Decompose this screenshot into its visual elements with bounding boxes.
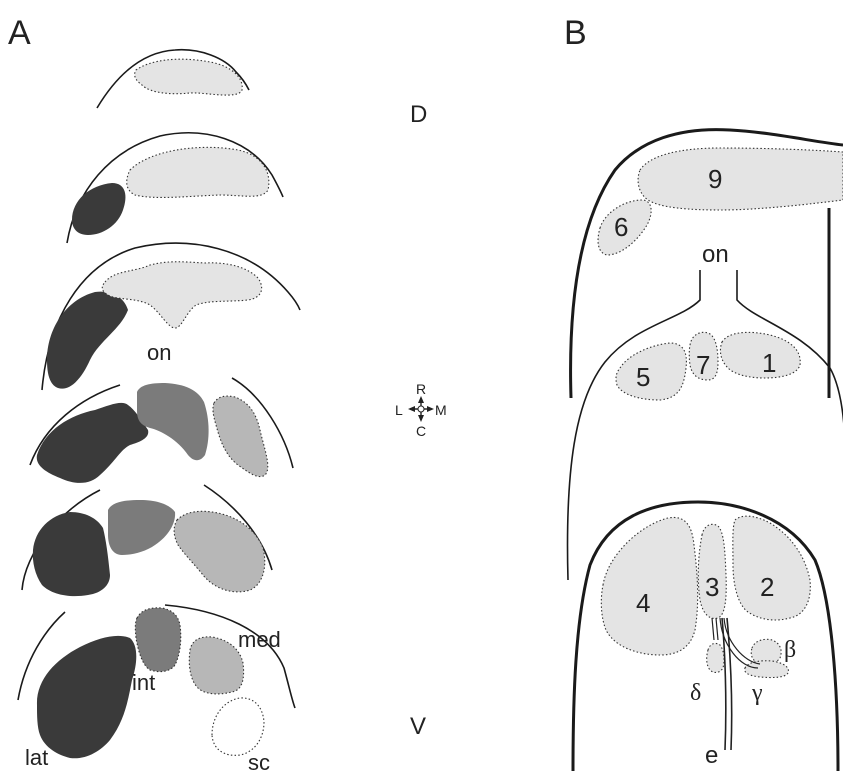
intermediate-region — [137, 383, 209, 460]
panel-a-section-3 — [42, 243, 300, 390]
spinal-cord-region — [212, 698, 264, 755]
panel-a-section-2 — [67, 133, 283, 243]
label-sc: sc — [248, 750, 270, 771]
panel-b-ventral-section — [573, 502, 838, 771]
label-region-9: 9 — [708, 164, 722, 194]
medial-region — [174, 511, 265, 592]
region-2 — [733, 516, 810, 620]
label-region-1: 1 — [762, 348, 776, 378]
intermediate-region — [108, 500, 175, 555]
optic-region — [127, 147, 269, 197]
lateral-region — [37, 403, 149, 483]
optic-region — [102, 262, 261, 328]
label-on-b: on — [702, 241, 729, 268]
region-4 — [601, 517, 697, 655]
label-delta: δ — [690, 680, 701, 706]
region-1 — [720, 332, 800, 378]
region-9 — [638, 148, 843, 210]
lateral-region — [47, 292, 128, 389]
optic-region — [135, 59, 243, 95]
panel-a-section-4 — [30, 378, 293, 483]
compass-icon — [408, 396, 434, 422]
region-gamma — [745, 661, 789, 678]
panel-a-letter: A — [8, 14, 31, 52]
label-on-a: on — [147, 340, 171, 365]
label-lat: lat — [25, 745, 48, 770]
lateral-region — [33, 512, 110, 596]
intermediate-region — [135, 608, 180, 672]
label-region-6: 6 — [614, 212, 628, 242]
compass-caudal: C — [416, 423, 426, 439]
lateral-region — [72, 183, 125, 235]
label-med: med — [238, 627, 281, 652]
compass-lateral: L — [395, 402, 403, 418]
label-e: e — [705, 742, 718, 769]
panel-b-letter: B — [564, 14, 587, 52]
label-region-5: 5 — [636, 362, 650, 392]
medial-region — [213, 396, 268, 476]
label-region-7: 7 — [696, 350, 710, 380]
compass-rostral: R — [416, 381, 426, 397]
medial-region — [189, 637, 243, 694]
label-region-4: 4 — [636, 588, 650, 618]
lateral-region — [37, 636, 136, 758]
dorsal-label: D — [410, 101, 427, 128]
compass-medial: M — [435, 402, 447, 418]
region-delta — [707, 643, 724, 672]
label-gamma: γ — [751, 680, 763, 706]
panel-a-section-5 — [22, 485, 272, 596]
label-region-2: 2 — [760, 572, 774, 602]
label-int: int — [132, 670, 155, 695]
ventral-label: V — [410, 713, 426, 740]
label-region-3: 3 — [705, 572, 719, 602]
label-beta: β — [784, 637, 796, 663]
panel-a-section-1 — [97, 50, 249, 108]
region-5 — [616, 343, 686, 400]
